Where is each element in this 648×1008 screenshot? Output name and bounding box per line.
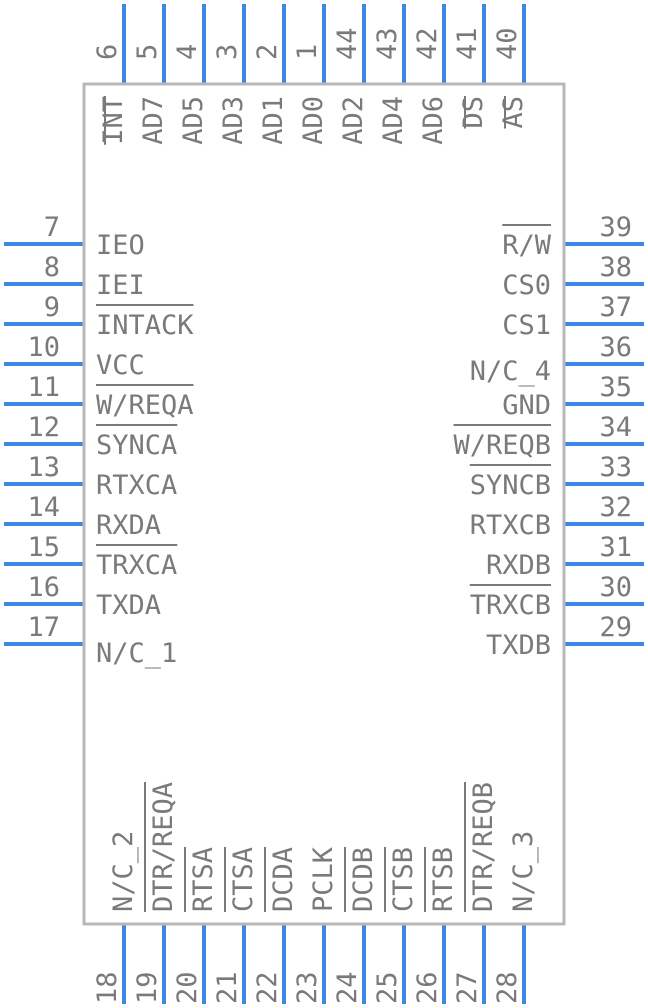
pin-10-number: 10 [27,332,60,363]
pin-label-cs1: CS1 [502,310,551,341]
pin-12-number: 12 [27,412,60,443]
pin-15-number: 15 [27,532,60,563]
pin-14-number: 14 [27,492,60,523]
pin-label-ad2: AD2 [338,96,369,145]
pin-label-dtr-reqb: DTR/REQB [468,782,499,912]
pin-label-w-reqa: W/REQA [96,390,194,421]
pin-19-number: 19 [132,971,163,1004]
pin-label-int: INT [98,96,129,145]
pin-label-iei: IEI [96,270,145,301]
pin-25-number: 25 [372,971,403,1004]
pin-34-number: 34 [599,412,632,443]
pin-5-number: 5 [132,44,163,60]
pin-label-ctsb: CTSB [388,847,419,912]
pin-label-vcc: VCC [96,350,145,381]
pin-44-number: 44 [332,27,363,60]
pin-17-number: 17 [27,612,60,643]
pin-label-rtxca: RTXCA [96,470,177,501]
pin-label-ad0: AD0 [298,96,329,145]
pin-39-number: 39 [599,212,632,243]
pin-4-number: 4 [172,44,203,60]
pin-label-syncb: SYNCB [470,470,551,501]
pin-label-r-w: R/W [502,230,552,261]
pin-38-number: 38 [599,252,632,283]
pin-label-txdb: TXDB [486,630,551,661]
pin-35-number: 35 [599,372,632,403]
pin-label-n-c-4: N/C_4 [470,356,551,387]
pin-31-number: 31 [599,532,632,563]
pin-label-ad1: AD1 [258,96,289,145]
pin-label-n-c-2: N/C_2 [108,831,139,912]
pin-6-number: 6 [92,44,123,60]
pin-label-ad3: AD3 [218,96,249,145]
pin-37-number: 37 [599,292,632,323]
pin-28-number: 28 [492,971,523,1004]
pin-21-number: 21 [212,971,243,1004]
pin-label-ds: DS [458,96,489,129]
pin-20-number: 20 [172,971,203,1004]
pin-7-number: 7 [44,212,60,243]
pin-label-rxda: RXDA [96,510,161,541]
pin-label-synca: SYNCA [96,430,177,461]
pin-label-n-c-1: N/C_1 [96,638,177,669]
pin-label-ad7: AD7 [138,96,169,145]
pin-22-number: 22 [252,971,283,1004]
pin-label-ad5: AD5 [178,96,209,145]
pin-label-as: AS [498,96,529,129]
pin-label-w-reqb: W/REQB [453,430,551,461]
pin-2-number: 2 [252,44,283,60]
pin-23-number: 23 [292,971,323,1004]
pin-label-rxdb: RXDB [486,550,551,581]
pin-27-number: 27 [452,971,483,1004]
pin-label-dtr-reqa: DTR/REQA [148,782,179,912]
pin-label-rtsb: RTSB [428,847,459,912]
pin-label-trxcb: TRXCB [470,590,551,621]
pin-label-gnd: GND [502,390,551,421]
pins [4,4,644,1004]
overbars [96,96,551,912]
pin-label-ad6: AD6 [418,96,449,145]
pin-36-number: 36 [599,332,632,363]
pin-13-number: 13 [27,452,60,483]
pin-label-dcda: DCDA [268,847,299,912]
pin-8-number: 8 [44,252,60,283]
pin-label-cs0: CS0 [502,270,551,301]
ic-body [82,82,566,926]
pin-label-dcdb: DCDB [348,847,379,912]
pin-label-ad4: AD4 [378,96,409,145]
pin-label-ieo: IEO [96,230,145,261]
pin-1-number: 1 [292,44,323,60]
pin-11-number: 11 [27,372,60,403]
pin-3-number: 3 [212,44,243,60]
pin-32-number: 32 [599,492,632,523]
pin-33-number: 33 [599,452,632,483]
pin-41-number: 41 [452,27,483,60]
pin-label-n-c-3: N/C_3 [508,831,539,912]
pin-label-ctsa: CTSA [228,847,259,912]
pin-43-number: 43 [372,27,403,60]
pin-42-number: 42 [412,27,443,60]
pin-label-rtsa: RTSA [188,847,219,912]
pin-40-number: 40 [492,27,523,60]
pin-26-number: 26 [412,971,443,1004]
pin-label-trxca: TRXCA [96,550,177,581]
pin-label-intack: INTACK [96,310,194,341]
pin-30-number: 30 [599,572,632,603]
pin-18-number: 18 [92,971,123,1004]
pin-label-rtxcb: RTXCB [470,510,551,541]
pin-9-number: 9 [44,292,60,323]
pin-16-number: 16 [27,572,60,603]
pin-label-txda: TXDA [96,590,161,621]
pin-label-pclk: PCLK [308,846,339,912]
pin-29-number: 29 [599,612,632,643]
pin-24-number: 24 [332,971,363,1004]
